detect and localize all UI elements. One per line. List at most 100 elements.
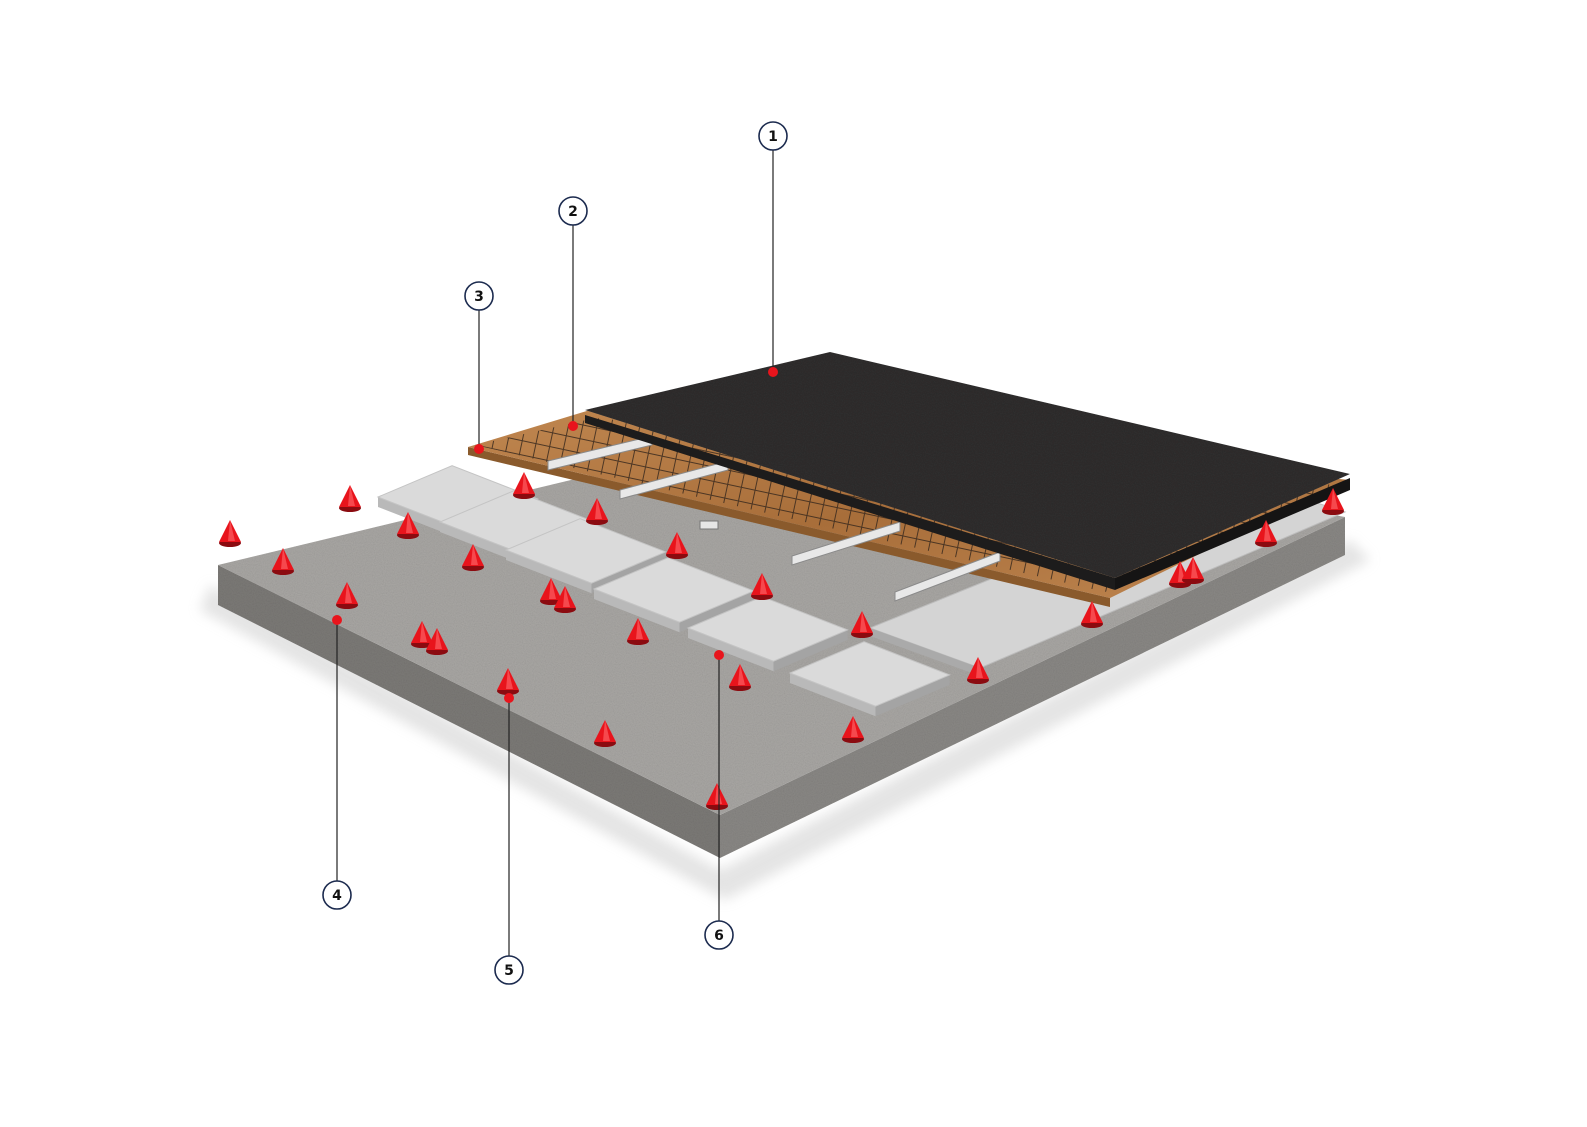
red-cone-highlight xyxy=(549,578,556,599)
callout-circle-1 xyxy=(758,121,788,151)
red-cone-highlight xyxy=(1264,520,1271,541)
red-cone-highlight xyxy=(563,586,570,607)
insulation-board-front xyxy=(688,628,774,672)
red-cone-highlight xyxy=(851,716,858,737)
red-cone-marker xyxy=(729,664,751,691)
callout-label-5: 5 xyxy=(504,963,514,979)
red-cone-marker xyxy=(554,586,576,613)
red-cone-marker xyxy=(594,720,616,747)
red-cone-marker xyxy=(272,548,294,575)
insulation-board-top xyxy=(686,596,849,662)
red-cone-marker xyxy=(1182,557,1204,584)
concrete-slab-right-face xyxy=(720,517,1345,858)
insulation-board-side xyxy=(679,590,754,633)
membrane-front-edge xyxy=(585,415,1115,590)
mesh-spacers xyxy=(547,435,1001,602)
insulation-board xyxy=(788,641,951,717)
leader-point-5 xyxy=(504,693,514,703)
mesh-clip xyxy=(699,520,719,530)
callout-label-2: 2 xyxy=(568,204,578,220)
red-cone-highlight xyxy=(760,573,767,594)
callout-4: 4 xyxy=(322,880,352,910)
red-cone-highlight xyxy=(471,544,478,565)
callout-label-1: 1 xyxy=(768,129,778,145)
callout-2: 2 xyxy=(558,196,588,226)
red-cone-marker xyxy=(219,520,241,547)
red-cone-highlight xyxy=(522,472,529,493)
leader-point-3 xyxy=(474,444,484,454)
plywood-edge xyxy=(468,447,1110,607)
callout-3: 3 xyxy=(464,281,494,311)
insulation-board-rear-strip-edge xyxy=(870,628,980,676)
callout-circle-5 xyxy=(494,955,524,985)
callout-circle-4 xyxy=(322,880,352,910)
red-cone-highlight xyxy=(1090,601,1097,622)
red-cone-marker xyxy=(336,582,358,609)
red-cone-highlight xyxy=(976,657,983,678)
red-cone-marker xyxy=(967,657,989,684)
red-cone-marker xyxy=(462,544,484,571)
callout-label-4: 4 xyxy=(332,888,342,904)
red-cone-highlight xyxy=(420,621,427,642)
insulation-board-side xyxy=(875,674,950,717)
callout-5: 5 xyxy=(494,955,524,985)
red-cone-highlight xyxy=(281,548,288,569)
red-cone-highlight xyxy=(595,498,602,519)
red-cone-highlight xyxy=(435,628,442,649)
red-cone-highlight xyxy=(228,520,235,541)
marker-cones xyxy=(219,472,1344,810)
insulation-board-top xyxy=(788,641,951,707)
red-cone-marker xyxy=(842,716,864,743)
red-cone-marker xyxy=(1322,488,1344,515)
leader-point-1 xyxy=(768,367,778,377)
callout-circle-6 xyxy=(704,920,734,950)
concrete-slab-front-face xyxy=(218,565,720,858)
callout-circle-3 xyxy=(464,281,494,311)
red-cone-highlight xyxy=(675,532,682,553)
red-cone-marker xyxy=(1255,520,1277,547)
red-cone-marker xyxy=(426,628,448,655)
leader-point-6 xyxy=(714,650,724,660)
insulation-board-front xyxy=(506,550,592,594)
membrane-right-edge xyxy=(1115,478,1350,590)
insulation-board-front xyxy=(790,673,876,717)
red-cone-highlight xyxy=(345,582,352,603)
red-cone-marker xyxy=(339,485,361,512)
red-cone-highlight xyxy=(506,668,513,689)
mesh-spacer-bar xyxy=(619,460,729,500)
membrane-top xyxy=(585,352,1350,578)
red-cone-marker xyxy=(1081,601,1103,628)
red-cone-highlight xyxy=(738,664,745,685)
callouts: 1 2 3 4 5 6 xyxy=(322,121,788,985)
red-cone-marker xyxy=(751,573,773,600)
callout-label-3: 3 xyxy=(474,289,484,305)
red-cone-marker xyxy=(411,621,433,648)
insulation-board xyxy=(686,596,849,672)
red-cone-marker xyxy=(666,532,688,559)
red-cone-marker xyxy=(513,472,535,499)
red-cone-highlight xyxy=(603,720,610,741)
red-cone-highlight xyxy=(1331,488,1338,509)
insulation-board xyxy=(592,557,755,633)
insulation-board-front xyxy=(440,522,526,566)
red-cone-highlight xyxy=(406,512,413,533)
mesh-spacer-bar xyxy=(547,435,653,471)
callout-circle-2 xyxy=(558,196,588,226)
insulation-board-front xyxy=(594,589,680,633)
red-cone-marker xyxy=(397,512,419,539)
red-cone-highlight xyxy=(348,485,355,506)
top-membrane xyxy=(585,352,1350,590)
callout-label-6: 6 xyxy=(714,928,724,944)
mesh-spacer-bar xyxy=(791,521,901,566)
callout-6: 6 xyxy=(704,920,734,950)
leader-lines xyxy=(332,136,778,970)
red-cone-highlight xyxy=(1191,557,1198,578)
slab-shadow xyxy=(200,540,1370,900)
insulation-board-top xyxy=(504,518,667,584)
red-cone-marker xyxy=(586,498,608,525)
red-cone-marker xyxy=(627,618,649,645)
leader-point-2 xyxy=(568,421,578,431)
mesh-spacer-bar xyxy=(894,551,1001,602)
